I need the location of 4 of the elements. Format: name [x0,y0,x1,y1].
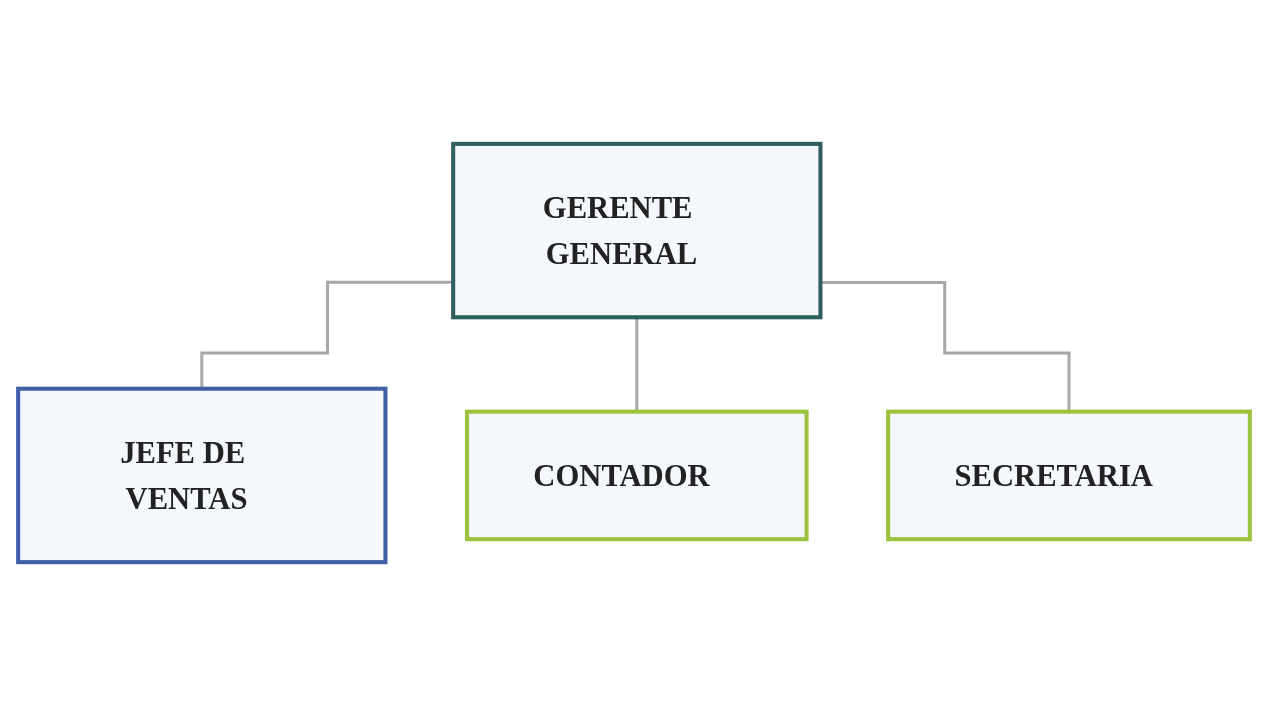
node-box: SECRETARIA [886,409,1252,542]
node-box: GERENTE GENERAL [451,141,823,320]
node-box: JEFE DE VENTAS [16,386,388,565]
node-box: CONTADOR [465,409,809,542]
